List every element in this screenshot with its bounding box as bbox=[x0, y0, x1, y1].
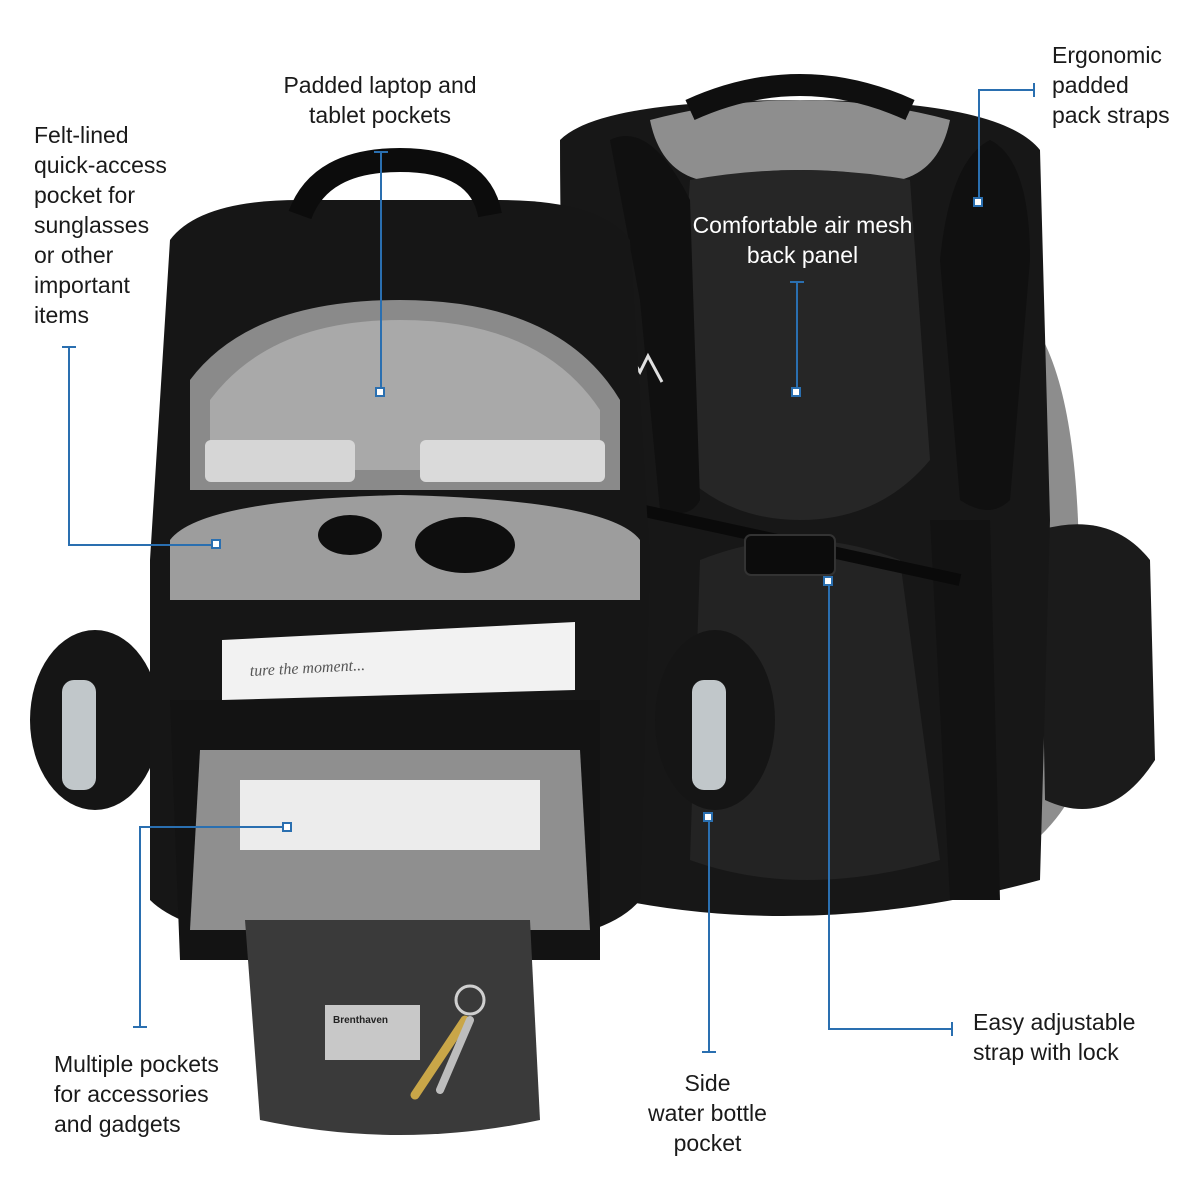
back-strap-right bbox=[940, 140, 1030, 510]
notebook-text: ture the moment... bbox=[249, 657, 365, 680]
leader-laptop bbox=[374, 151, 388, 392]
callout-water-bottle: Side water bottle pocket bbox=[648, 1070, 767, 1156]
back-mesh-lower bbox=[690, 540, 940, 880]
key-silver bbox=[436, 1016, 474, 1094]
marker-strap-lock bbox=[823, 576, 833, 586]
backpack-front-view: ture the moment... Brenthaven bbox=[30, 147, 775, 1135]
leader-mesh bbox=[790, 281, 804, 392]
leader-strap-lock bbox=[828, 581, 953, 1036]
back-mesh-panel bbox=[670, 170, 930, 520]
marker-felt bbox=[211, 539, 221, 549]
callout-pack-straps: Ergonomic padded pack straps bbox=[1052, 42, 1170, 128]
leader-felt bbox=[62, 346, 215, 546]
callout-multiple-pockets: Multiple pockets for accessories and gad… bbox=[54, 1051, 219, 1137]
leader-straps bbox=[978, 83, 1035, 202]
marker-pockets bbox=[282, 822, 292, 832]
back-strap-right-lower bbox=[930, 520, 1000, 900]
callout-lines bbox=[62, 83, 1035, 1053]
back-top-collar bbox=[650, 100, 950, 180]
organizer-white-pocket bbox=[240, 780, 540, 850]
front-handle bbox=[288, 147, 502, 220]
sunglasses-lens-left bbox=[318, 515, 382, 555]
marker-bottle bbox=[703, 812, 713, 822]
key-ring bbox=[454, 984, 486, 1016]
notebook bbox=[222, 622, 575, 700]
callout-felt-pocket: Felt-lined quick-access pocket for sungl… bbox=[34, 122, 167, 328]
leader-pockets bbox=[133, 826, 287, 1028]
back-handle bbox=[685, 74, 915, 121]
laptop-compartment-lining bbox=[210, 320, 600, 470]
sternum-buckle bbox=[744, 534, 836, 576]
tablet-device bbox=[420, 440, 605, 482]
back-strap-left bbox=[610, 136, 700, 514]
back-side-pocket bbox=[1040, 524, 1155, 809]
leader-bottle bbox=[702, 817, 716, 1053]
brand-name: Brenthaven bbox=[333, 1015, 388, 1026]
callout-laptop-pockets: Padded laptop and tablet pockets bbox=[283, 72, 477, 128]
brand-label-patch bbox=[325, 1005, 420, 1060]
callout-strap-lock: Easy adjustable strap with lock bbox=[973, 1009, 1136, 1065]
laptop-device bbox=[205, 440, 355, 482]
key-brass bbox=[410, 1015, 470, 1100]
callout-mesh-panel: Comfortable air mesh back panel bbox=[692, 212, 913, 268]
water-bottle-right bbox=[692, 680, 726, 790]
felt-pocket bbox=[170, 495, 640, 600]
water-bottle-left bbox=[62, 680, 96, 790]
marker-mesh bbox=[791, 387, 801, 397]
marker-laptop bbox=[375, 387, 385, 397]
sunglasses-lens-right bbox=[415, 517, 515, 573]
marker-straps bbox=[973, 197, 983, 207]
